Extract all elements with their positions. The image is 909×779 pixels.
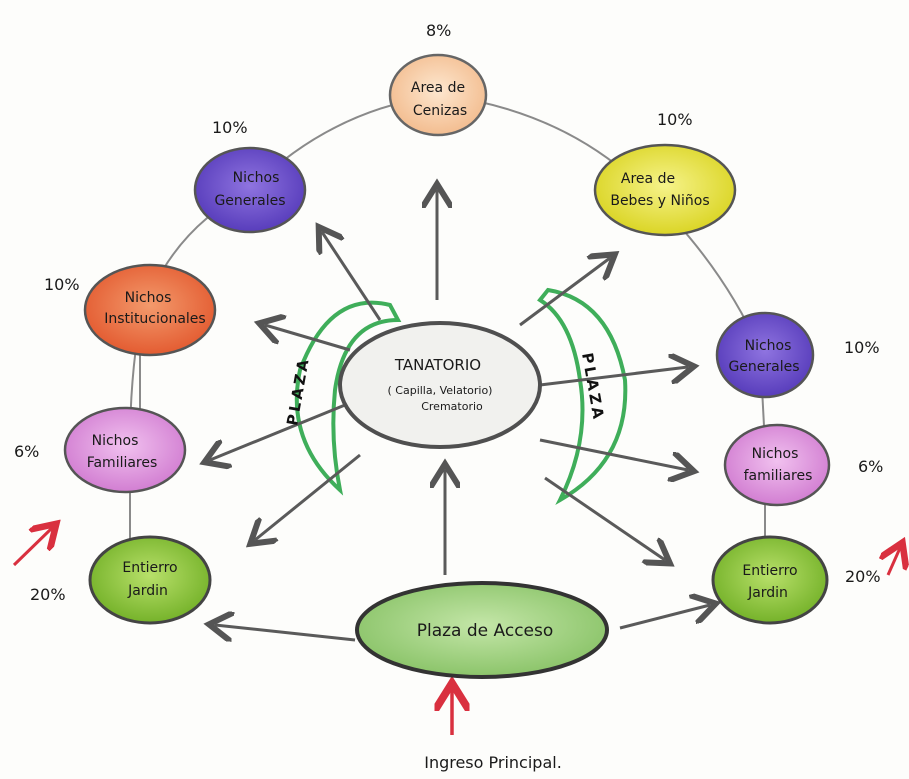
node-inst-line2: Institucionales [104, 311, 205, 327]
node-nf-right-line1: Nichos [752, 446, 799, 462]
plaza-left-label: PLAZA [283, 355, 313, 427]
tanatorio-node [338, 321, 542, 449]
tanatorio-subtitle-1: ( Capilla, Velatorio) [388, 384, 493, 397]
ingreso-principal-label: Ingreso Principal. [424, 753, 562, 772]
node-area-cenizas-line1: Area de [411, 80, 465, 96]
node-ng-right-line2: Generales [728, 359, 799, 375]
node-bebes-line1: Area de [621, 171, 675, 187]
tanatorio-title: TANATORIO [394, 356, 481, 374]
node-nichos-generales-right [715, 311, 815, 399]
node-nichos-familiares-left [63, 406, 187, 494]
node-ej-right-line1: Entierro [742, 563, 797, 579]
node-bebes-line2: Bebes y Niños [610, 193, 709, 209]
node-inst-line1: Nichos [125, 290, 172, 306]
node-ng-left-line2: Generales [214, 193, 285, 209]
pct-ng-right: 10% [844, 338, 880, 357]
tanatorio-subtitle-2: Crematorio [421, 400, 483, 413]
red-markers [12, 528, 900, 576]
pct-ng-left: 10% [212, 118, 248, 137]
node-entierro-jardin-left [88, 535, 212, 625]
node-ej-left-line2: Jardin [127, 583, 168, 599]
node-nichos-institucionales [83, 263, 217, 357]
node-nf-left-line1: Nichos [92, 433, 139, 449]
node-area-bebes [593, 143, 737, 237]
pct-area-cenizas: 8% [426, 21, 451, 40]
node-entierro-jardin-right [711, 535, 829, 625]
pct-ej-right: 20% [845, 567, 881, 586]
plaza-acceso-label: Plaza de Acceso [417, 621, 554, 641]
pct-inst: 10% [44, 275, 80, 294]
node-nf-left-line2: Familiares [87, 455, 158, 471]
node-ej-left-line1: Entierro [122, 560, 177, 576]
node-ng-left-line1: Nichos [233, 170, 280, 186]
pct-ej-left: 20% [30, 585, 66, 604]
node-nichos-generales-left [193, 146, 307, 234]
node-nf-right-line2: familiares [744, 468, 813, 484]
node-nichos-familiares-right [723, 423, 831, 507]
node-ng-right-line1: Nichos [745, 338, 792, 354]
node-area-cenizas [388, 53, 488, 137]
node-ej-right-line2: Jardin [747, 585, 788, 601]
node-plaza-acceso [355, 581, 609, 679]
pct-nf-right: 6% [858, 457, 883, 476]
node-area-cenizas-line2: Cenizas [413, 103, 467, 119]
flow-arrows [210, 190, 710, 640]
pct-bebes: 10% [657, 110, 693, 129]
plaza-right-arc [537, 287, 628, 506]
pct-nf-left: 6% [14, 442, 39, 461]
